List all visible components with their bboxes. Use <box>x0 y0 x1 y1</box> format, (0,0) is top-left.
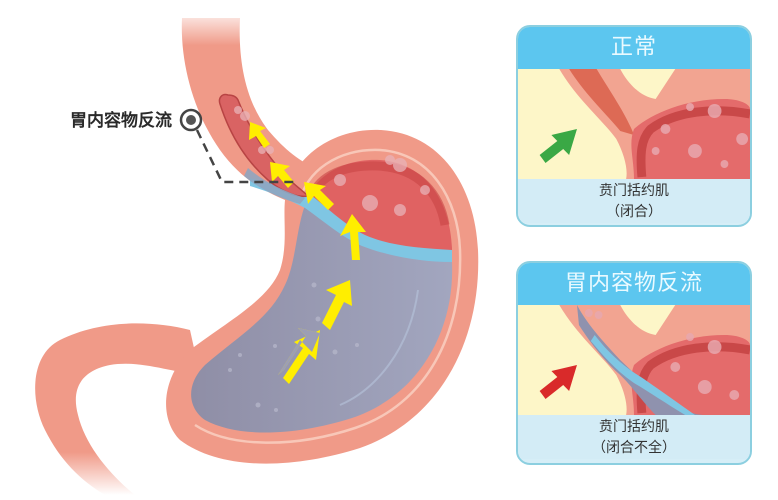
esophagus <box>181 18 320 200</box>
caption-line1: 贲门括约肌 <box>599 183 669 199</box>
panel-image-reflux <box>518 305 750 415</box>
target-circle-icon <box>179 108 203 132</box>
panel-image-normal <box>518 69 750 179</box>
caption-line2: （闭合不全） <box>592 440 676 456</box>
panel-caption: 贲门括约肌 （闭合） <box>518 179 750 223</box>
caption-line1: 贲门括约肌 <box>599 419 669 435</box>
red-arrow-icon <box>539 365 577 399</box>
callout-leader-line <box>195 129 295 184</box>
panel-title: 正常 <box>518 27 750 69</box>
panel-caption: 贲门括约肌 （闭合不全） <box>518 415 750 459</box>
caption-line2: （闭合） <box>606 204 662 220</box>
duodenum <box>35 323 200 495</box>
stomach-illustration <box>35 18 479 495</box>
panel-normal: 正常 贲门括约肌 （闭合） <box>516 25 752 227</box>
callout-label: 胃内容物反流 <box>70 111 172 131</box>
panel-title: 胃内容物反流 <box>518 263 750 305</box>
panel-reflux: 胃内容物反流 贲门括约肌 （闭合不全） <box>516 261 752 465</box>
gastric-fluid <box>191 205 453 433</box>
green-arrow-icon <box>539 129 577 163</box>
